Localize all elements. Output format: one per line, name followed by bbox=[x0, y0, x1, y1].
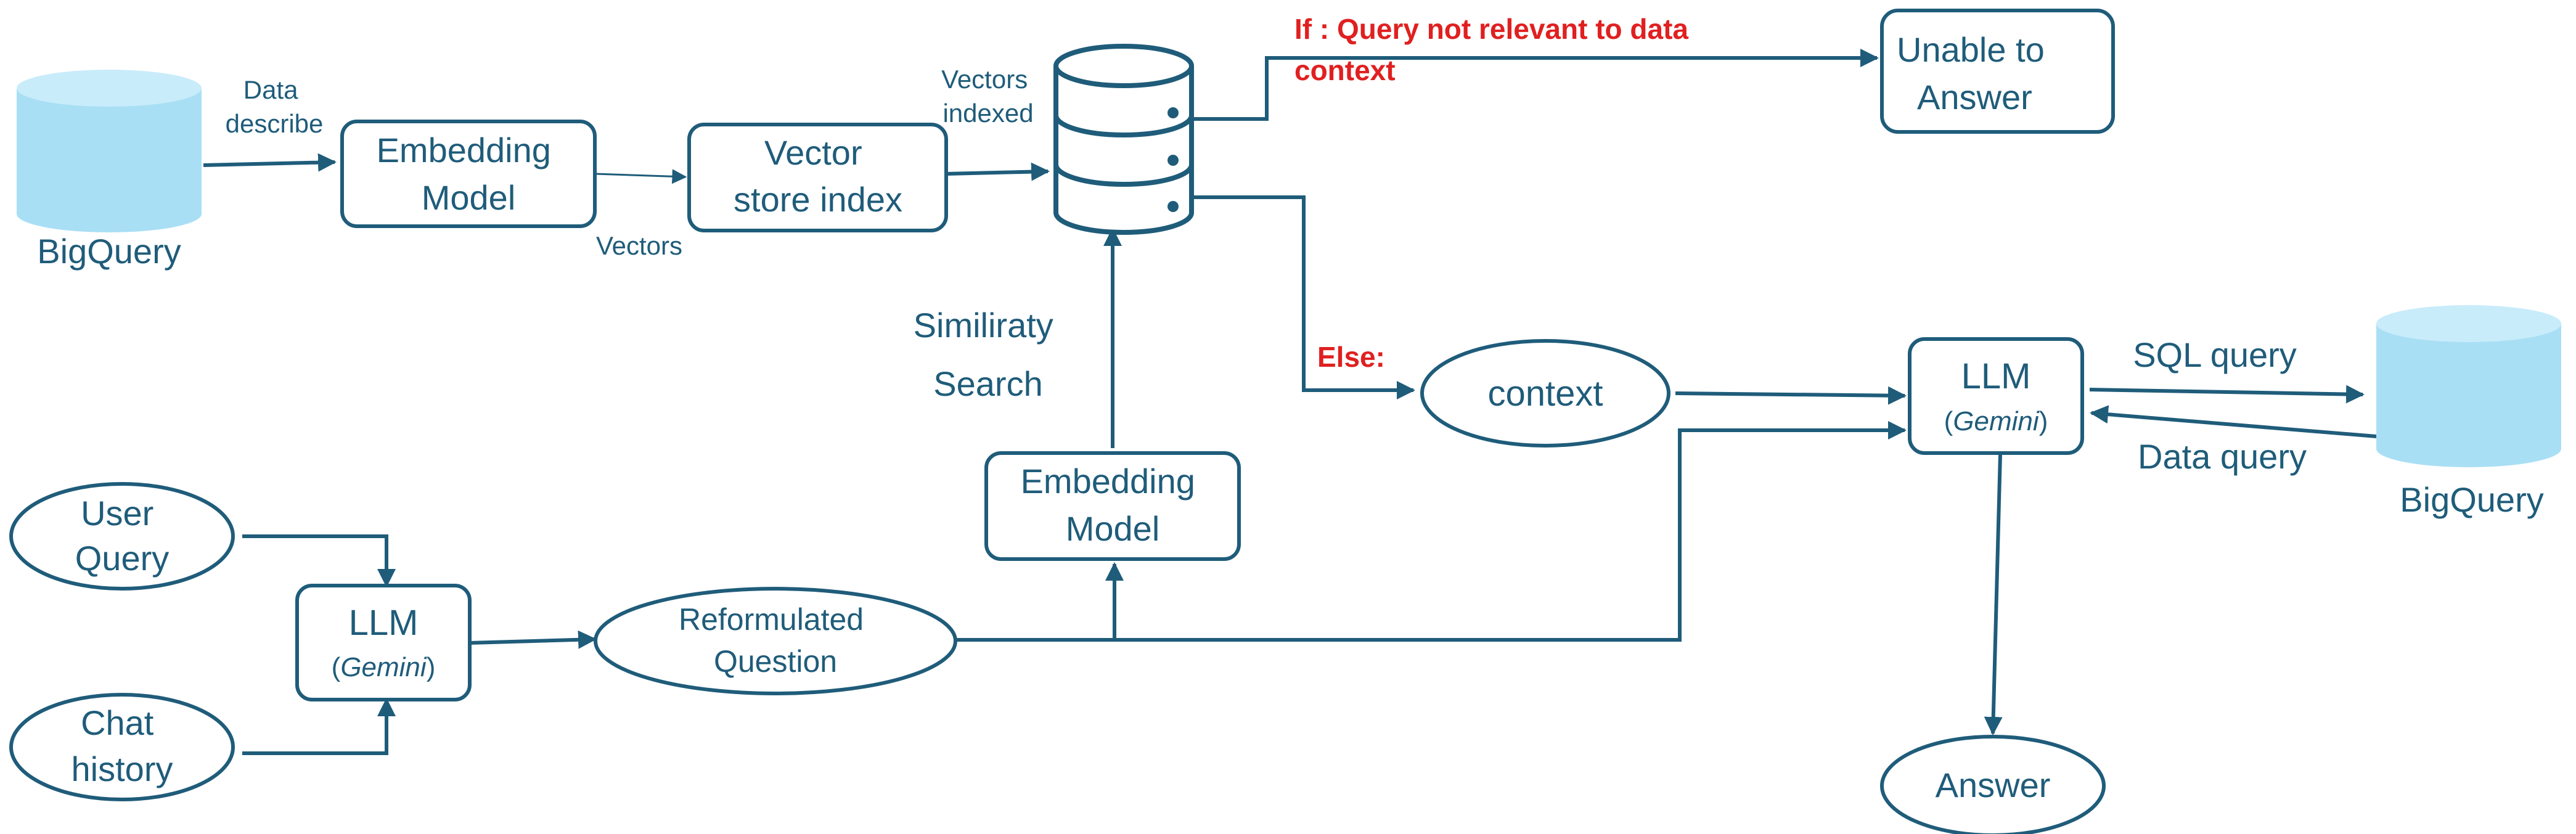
bigquery-source-label: BigQuery bbox=[37, 232, 181, 271]
llm-main-node: LLM (Gemini) bbox=[1908, 337, 2084, 455]
sql-query-label: SQL query bbox=[2133, 335, 2297, 374]
user-query-node: User Query bbox=[9, 482, 235, 591]
chat-history-line1: Chat bbox=[81, 703, 154, 742]
edge-bigquery-to-embedding bbox=[203, 153, 337, 172]
else-label: Else: bbox=[1317, 341, 1385, 373]
edge-bigquery-to-llm-data bbox=[2090, 405, 2377, 438]
edge-db-to-unable bbox=[1192, 49, 1879, 121]
user-query-line1: User bbox=[81, 494, 153, 533]
vector-store-line1: Vector bbox=[764, 133, 862, 172]
llm-reformulator-node: LLM (Gemini) bbox=[295, 584, 472, 701]
chat-history-line2: history bbox=[72, 750, 173, 788]
reformulated-line2: Question bbox=[714, 644, 837, 679]
edges bbox=[203, 49, 2377, 755]
svg-text:User Query: User Query bbox=[75, 494, 170, 578]
svg-text:Data describe: Data describe bbox=[226, 75, 324, 138]
vector-store-line2: store index bbox=[734, 180, 902, 219]
edge-llm-to-question bbox=[469, 630, 597, 649]
similarity-search-line1: Similiraty bbox=[914, 306, 1053, 345]
llm-main-subtitle: Gemini bbox=[1953, 406, 2040, 436]
edge-question-to-llm bbox=[1114, 421, 1907, 642]
embedding-model-top-node: Embedding Model bbox=[340, 120, 597, 228]
embedding-model-bottom-line2: Model bbox=[1066, 509, 1160, 548]
bigquery-target-cylinder: BigQuery bbox=[2376, 305, 2561, 519]
svg-text:Chat history: Chat history bbox=[72, 703, 173, 788]
if-condition-line2: context bbox=[1294, 54, 1396, 86]
if-condition-line1: If : Query not relevant to data bbox=[1294, 13, 1688, 45]
bigquery-target-label: BigQuery bbox=[2400, 480, 2543, 519]
svg-text:Similiraty Search: Similiraty Search bbox=[914, 306, 1063, 403]
embedding-model-bottom-node: Embedding Model bbox=[984, 451, 1241, 561]
svg-text:Vector store index: Vector store index bbox=[734, 133, 902, 219]
chat-history-node: Chat history bbox=[9, 693, 235, 801]
edge-llm-to-answer bbox=[1984, 454, 2003, 735]
vectors-indexed-line1: Vectors bbox=[941, 65, 1028, 94]
svg-text:Embedding Model: Embedding Model bbox=[377, 131, 561, 217]
vectors-label: Vectors bbox=[596, 231, 682, 260]
embedding-model-top-line1: Embedding bbox=[377, 131, 551, 170]
data-describe-line2: describe bbox=[226, 109, 324, 138]
edge-db-to-context bbox=[1192, 195, 1415, 399]
context-node: context bbox=[1420, 339, 1670, 448]
edge-question-to-embedding bbox=[955, 562, 1124, 642]
svg-text:Unable to Answer: Unable to Answer bbox=[1897, 30, 2054, 117]
embedding-model-top-line2: Model bbox=[422, 178, 516, 217]
answer-label: Answer bbox=[1936, 766, 2051, 804]
vector-store-index-node: Vector store index bbox=[687, 123, 948, 232]
edge-labels: Data describe Vectors Vectors indexed If… bbox=[226, 13, 2307, 476]
edge-context-to-llm bbox=[1675, 386, 1907, 405]
llm-reformulator-title: LLM bbox=[349, 603, 419, 643]
bigquery-source-cylinder: BigQuery bbox=[17, 70, 202, 271]
embedding-model-bottom-line1: Embedding bbox=[1021, 462, 1195, 501]
context-label: context bbox=[1488, 374, 1603, 414]
svg-text:(Gemini): (Gemini) bbox=[1944, 406, 2048, 436]
data-query-label: Data query bbox=[2138, 437, 2307, 476]
vector-database-icon bbox=[1053, 44, 1194, 235]
reformulated-question-node: Reformulated Question bbox=[594, 587, 957, 695]
reformulated-line1: Reformulated bbox=[679, 602, 864, 637]
vectors-indexed-line2: indexed bbox=[942, 99, 1033, 128]
similarity-search-line2: Search bbox=[933, 364, 1042, 403]
answer-node: Answer bbox=[1880, 735, 2106, 834]
edge-userquery-to-llm bbox=[242, 534, 396, 587]
edge-vectorstore-to-db bbox=[946, 162, 1050, 181]
llm-main-title: LLM bbox=[1961, 356, 2031, 396]
edge-chathistory-to-llm bbox=[242, 698, 396, 755]
svg-text:Reformulated Question: Reformulated Question bbox=[679, 602, 872, 679]
svg-text:(Gemini): (Gemini) bbox=[332, 652, 436, 682]
data-describe-line1: Data bbox=[243, 75, 298, 104]
svg-text:Vectors indexed: Vectors indexed bbox=[941, 65, 1035, 128]
edge-embedding-to-vectorstore bbox=[594, 169, 687, 184]
edge-llm-to-bigquery-sql bbox=[2089, 385, 2365, 404]
unable-to-answer-node: Unable to Answer bbox=[1880, 9, 2115, 134]
user-query-line2: Query bbox=[75, 539, 170, 578]
svg-text:If : Query not relevant to dat: If : Query not relevant to data context bbox=[1294, 13, 1696, 86]
unable-line1: Unable to bbox=[1897, 30, 2045, 69]
unable-line2: Answer bbox=[1917, 78, 2032, 117]
svg-text:Embedding Model: Embedding Model bbox=[1021, 462, 1205, 548]
llm-reformulator-subtitle: Gemini bbox=[340, 652, 427, 682]
